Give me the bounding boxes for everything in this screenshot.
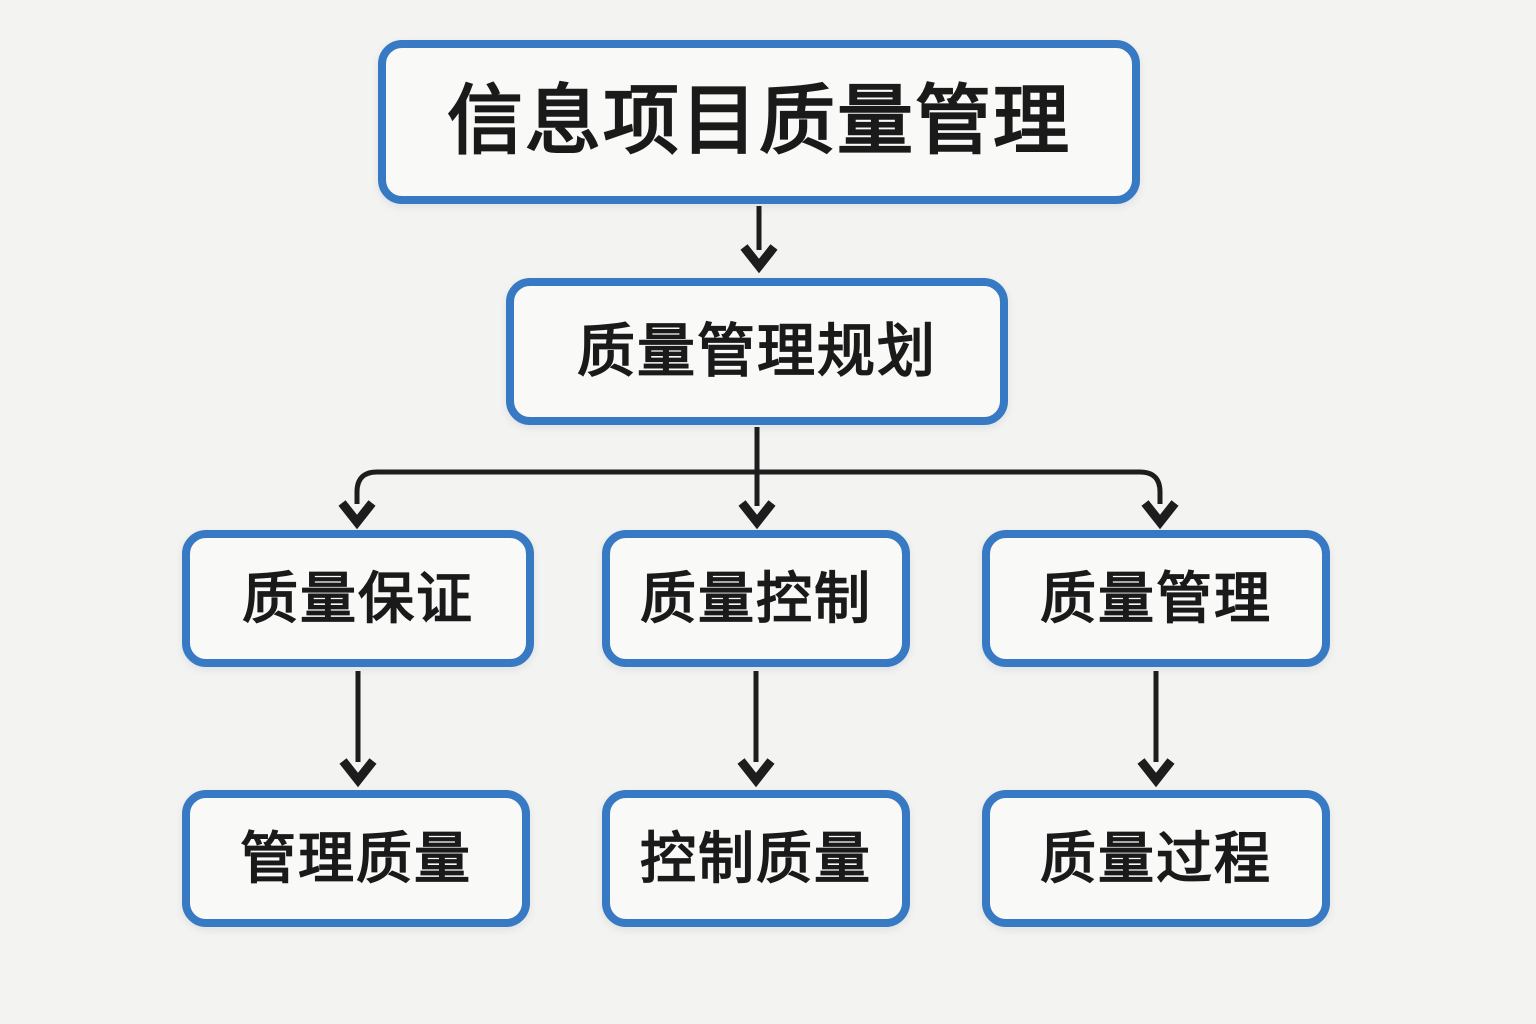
arrowhead-to-qa [338, 500, 376, 530]
node-manage-quality: 管理质量 [182, 790, 530, 927]
node-quality-management: 质量管理 [982, 530, 1330, 667]
node-quality-process: 质量过程 [982, 790, 1330, 927]
node-planning: 质量管理规划 [506, 278, 1008, 425]
node-quality-assurance: 质量保证 [182, 530, 534, 667]
arrowhead-to-qm [1141, 500, 1179, 530]
node-control-quality-label: 控制质量 [640, 826, 872, 890]
node-quality-control-label: 质量控制 [640, 566, 872, 630]
node-quality-control: 质量控制 [602, 530, 910, 667]
node-root-label: 信息项目质量管理 [447, 79, 1071, 164]
arrow-qc-to-control-quality [737, 671, 775, 788]
arrow-root-to-planning [740, 206, 778, 274]
node-planning-label: 质量管理规划 [576, 318, 937, 384]
node-root: 信息项目质量管理 [378, 40, 1140, 204]
arrow-planning-to-qc [738, 427, 776, 530]
branch-connector [338, 469, 1179, 530]
arrow-qa-to-manage-quality [339, 671, 377, 788]
node-quality-assurance-label: 质量保证 [242, 566, 474, 630]
node-control-quality: 控制质量 [602, 790, 910, 927]
node-quality-process-label: 质量过程 [1040, 826, 1272, 890]
arrow-qm-to-quality-process [1137, 671, 1175, 788]
node-manage-quality-label: 管理质量 [240, 826, 472, 890]
node-quality-management-label: 质量管理 [1040, 566, 1272, 630]
